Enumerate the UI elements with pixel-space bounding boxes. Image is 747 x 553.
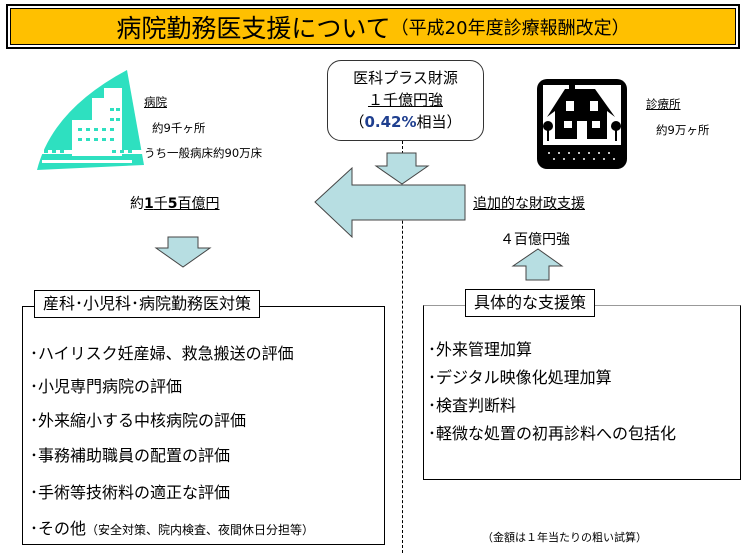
list-item: ･検査判断料 [428, 396, 517, 415]
list-item-other: ･その他（安全対策、院内検査、夜間休日分担等） [30, 515, 314, 539]
budget-amount: １千億円強 [367, 91, 443, 109]
budget-share: （0.42%相当） [328, 111, 483, 133]
hospital-building-icon [32, 70, 144, 170]
additional-support-amount: ４百億円強 [500, 232, 570, 248]
page-title: 病院勤務医支援について [116, 13, 391, 43]
list-item: ･軽微な処置の初再診料への包括化 [428, 424, 677, 443]
left-amount-mid: 千 [153, 196, 168, 212]
left-amount: 約1千5百億円 [130, 193, 220, 213]
budget-share-suffix: 相当） [416, 113, 462, 131]
budget-paren: （ [349, 113, 365, 131]
list-item: ･ハイリスク妊産婦、救急搬送の評価 [30, 344, 294, 363]
house-icon [537, 79, 627, 169]
left-amount-suffix: 百億円 [177, 196, 220, 212]
page-subtitle: （平成20年度診療報酬改定） [390, 17, 630, 39]
left-measures-panel [22, 306, 385, 545]
list-item: ･外来管理加算 [428, 340, 533, 359]
clinic-count: 約9万ヶ所 [656, 123, 710, 137]
left-amount-n2: 5 [167, 196, 178, 212]
budget-source: 医科プラス財源 [353, 69, 458, 87]
budget-percent: 0.42% [364, 113, 417, 131]
budget-box: 医科プラス財源 １千億円強 （0.42%相当） [327, 60, 484, 141]
title-banner: 病院勤務医支援について （平成20年度診療報酬改定） [6, 4, 740, 49]
down-arrow-from-budget [374, 152, 430, 185]
left-amount-n1: 1 [144, 196, 154, 212]
clinic-label: 診療所 [646, 97, 681, 111]
footnote: （金額は１年当たりの粗い試算） [482, 531, 647, 544]
other-item-main: ･その他 [30, 519, 87, 538]
hospital-label: 病院 [144, 95, 167, 109]
left-amount-value: 1千5百億円 [144, 196, 220, 212]
list-item: ･小児専門病院の評価 [30, 377, 183, 396]
additional-support-label: 追加的な財政支援 [473, 196, 585, 212]
up-arrow-right [511, 248, 564, 281]
other-item-note: （安全対策、院内検査、夜間休日分担等） [86, 523, 315, 537]
center-divider [402, 141, 403, 553]
hospital-count: 約9千ヶ所 [152, 121, 206, 135]
list-item: ･手術等技術料の適正な評価 [30, 483, 231, 502]
down-arrow-left [154, 236, 212, 268]
title-banner-inner: 病院勤務医支援について （平成20年度診療報酬改定） [10, 8, 736, 45]
left-amount-prefix: 約 [130, 196, 144, 212]
hospital-beds: うち一般病床約90万床 [144, 146, 263, 160]
right-panel-label: 具体的な支援策 [465, 289, 596, 317]
left-panel-label: 産科･小児科･病院勤務医対策 [34, 290, 261, 318]
list-item: ･事務補助職員の配置の評価 [30, 446, 231, 465]
left-arrow-main [314, 166, 466, 239]
list-item: ･外来縮小する中核病院の評価 [30, 411, 247, 430]
list-item: ･デジタル映像化処理加算 [428, 368, 612, 387]
